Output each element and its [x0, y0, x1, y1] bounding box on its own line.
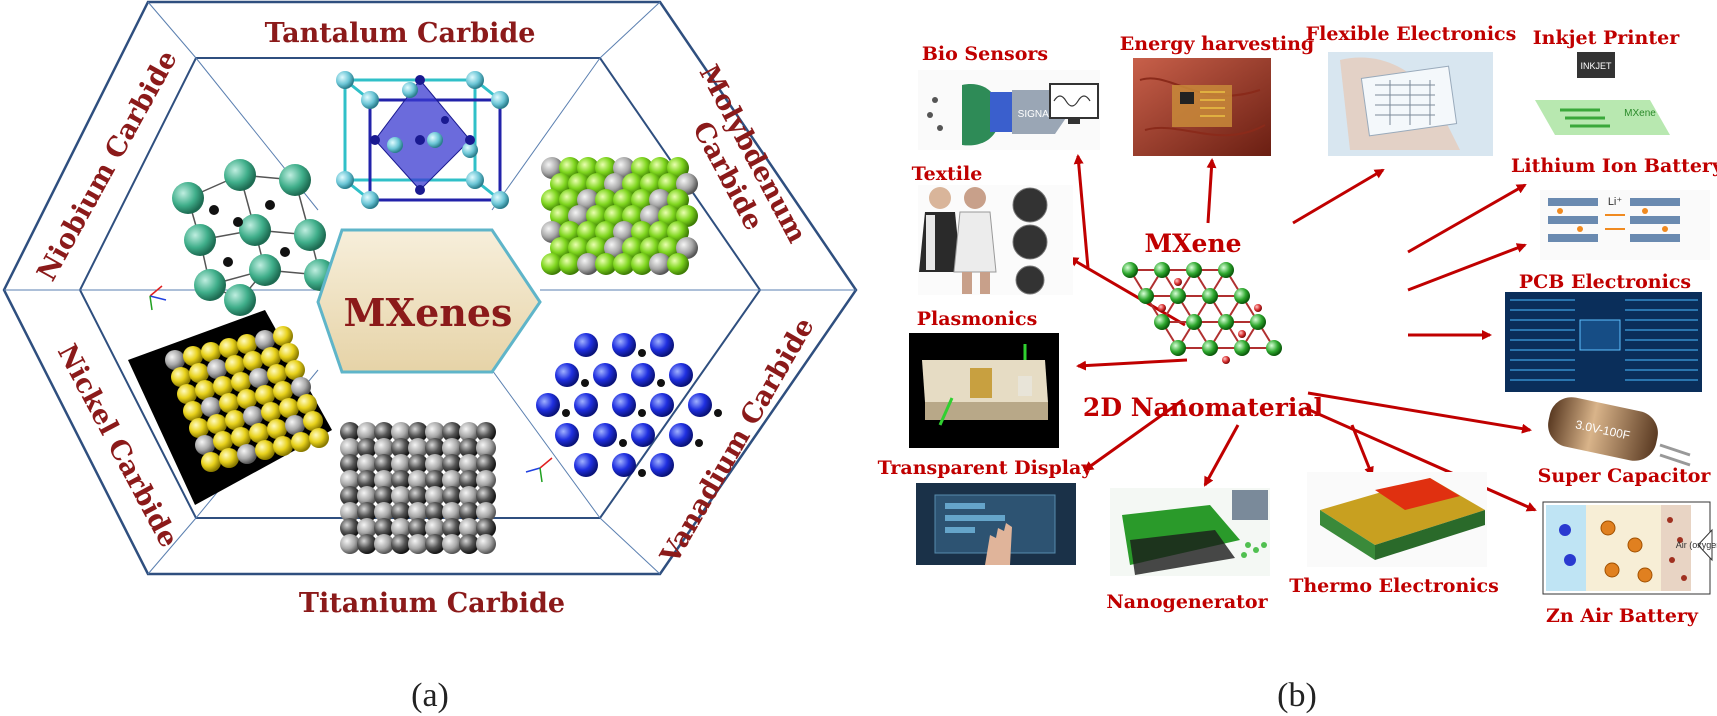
- mxene-title: MXene: [1144, 229, 1241, 258]
- mxene-structure: [1122, 262, 1282, 364]
- panel-a: MXenes Tantalum Carbide Titanium Carbide…: [2, 0, 858, 714]
- energy-harvesting-image: [1133, 58, 1271, 156]
- plasmonics-label: Plasmonics: [917, 308, 1038, 330]
- lithium-ion-battery-label: Lithium Ion Battery: [1511, 155, 1717, 177]
- inkjet-text: INKJET: [1580, 61, 1612, 71]
- energy-harvesting-label: Energy harvesting: [1120, 33, 1314, 55]
- zn-air-battery-image: Air (oxygen): [1542, 501, 1717, 595]
- air-oxygen-text: Air (oxygen): [1676, 540, 1717, 550]
- titanium-carbide-crystal: [340, 422, 496, 554]
- arrows: [1068, 154, 1537, 512]
- thermo-electronics-label: Thermo Electronics: [1289, 575, 1499, 597]
- tantalum-carbide-label: Tantalum Carbide: [265, 18, 536, 49]
- inkjet-printer-image: INKJET MXene: [1535, 52, 1670, 135]
- mxenes-center-label: MXenes: [344, 290, 513, 335]
- li-ion-text: Li⁺: [1608, 196, 1623, 208]
- panel-b-caption: (b): [1277, 677, 1317, 714]
- panel-a-caption: (a): [411, 677, 449, 714]
- thermo-electronics-image: [1307, 472, 1487, 567]
- center-hexagon: [316, 228, 542, 374]
- axis-glyph: [149, 285, 553, 483]
- textile-label: Textile: [912, 163, 983, 185]
- super-capacitor-image: 3.0V-100F: [1548, 397, 1691, 467]
- section-dividers: [4, 1, 856, 575]
- niobium-carbide-crystal: [172, 159, 336, 316]
- pcb-electronics-label: PCB Electronics: [1519, 271, 1691, 293]
- flexible-electronics-label: Flexible Electronics: [1306, 23, 1517, 45]
- vanadium-carbide-crystal: [536, 333, 722, 477]
- pcb-electronics-image: [1505, 292, 1702, 392]
- lithium-ion-battery-image: Li⁺: [1540, 190, 1710, 260]
- mxene-ink-text: MXene: [1624, 108, 1656, 119]
- signal-text: SIGNAL: [1018, 109, 1055, 120]
- bio-sensors-image: SIGNAL: [918, 70, 1100, 150]
- nickel-carbide-crystal: [128, 310, 332, 505]
- inkjet-printer-label: Inkjet Printer: [1533, 27, 1680, 49]
- textile-image: [918, 185, 1073, 295]
- tantalum-carbide-crystal: [336, 71, 509, 209]
- nanogenerator-image: [1110, 488, 1270, 576]
- molybdenum-carbide-crystal: [541, 157, 698, 275]
- super-capacitor-label: Super Capacitor: [1538, 465, 1712, 487]
- flexible-electronics-image: [1328, 52, 1493, 156]
- zn-air-battery-label: Zn Air Battery: [1546, 605, 1699, 627]
- nanogenerator-label: Nanogenerator: [1106, 591, 1268, 613]
- nanomaterial-subtitle: 2D Nanomaterial: [1083, 393, 1323, 422]
- plasmonics-image: [909, 333, 1059, 448]
- transparent-display-label: Transparent Display: [878, 457, 1094, 479]
- bio-sensors-label: Bio Sensors: [922, 43, 1048, 65]
- titanium-carbide-label: Titanium Carbide: [299, 588, 565, 619]
- transparent-display-image: [916, 483, 1076, 565]
